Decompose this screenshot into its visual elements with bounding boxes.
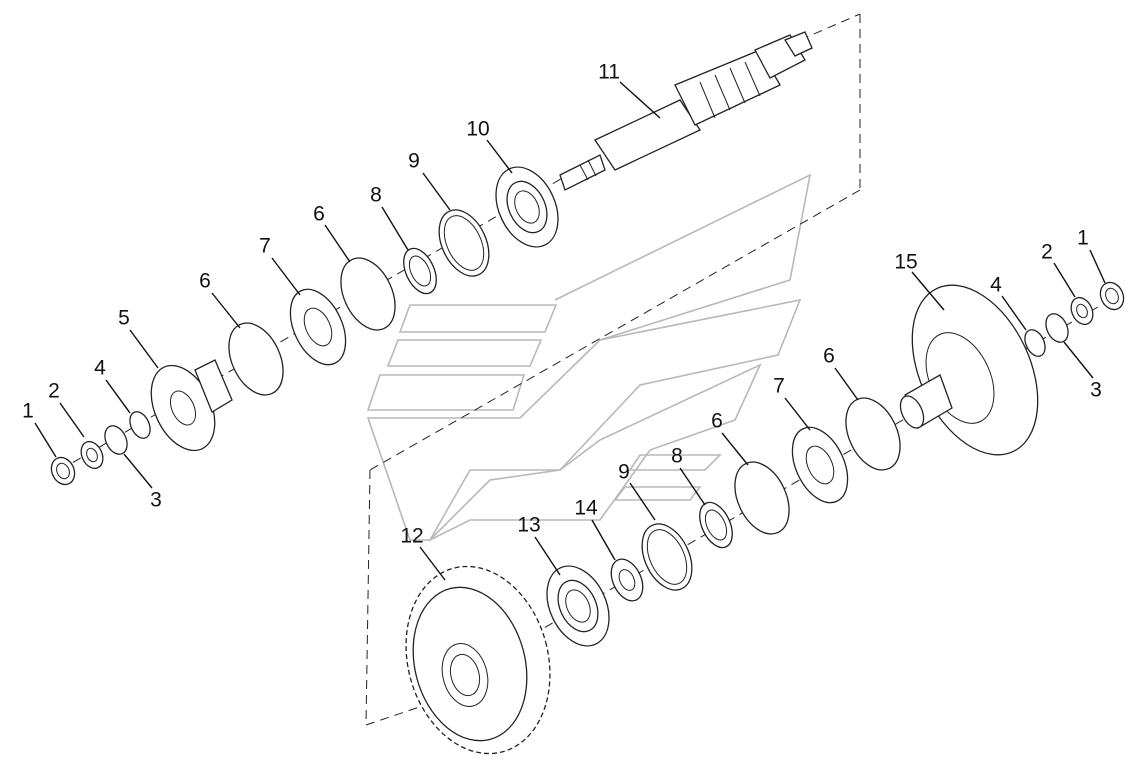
callout-11: 11 (598, 61, 620, 84)
callouts-upper: 11 10 9 8 6 7 6 5 4 2 1 3 (22, 61, 620, 512)
part-14-spacer (610, 558, 644, 602)
part-1-nut-upper (50, 456, 76, 486)
part-8-seal-lower (699, 501, 733, 549)
part-9-snap-ring-lower (641, 523, 693, 591)
callout-7: 7 (259, 235, 271, 258)
part-13-bearing (546, 565, 610, 647)
callout-2: 2 (48, 380, 60, 403)
part-7-bushing (289, 288, 347, 366)
callout-8: 8 (671, 445, 683, 468)
part-3-ring-upper (104, 425, 128, 455)
callout-6: 6 (711, 410, 723, 433)
part-4-washer-lower (1024, 329, 1046, 357)
part-6-o-ring-lower-b (734, 461, 790, 535)
callout-7: 7 (773, 375, 785, 398)
part-8-seal (403, 247, 437, 295)
callout-13: 13 (517, 514, 540, 537)
part-10-bearing (495, 166, 559, 248)
callout-12: 12 (400, 525, 423, 548)
part-5-flange-hub (150, 359, 233, 452)
callout-14: 14 (574, 497, 598, 520)
callout-2: 2 (1041, 241, 1053, 264)
watermark-logo-icon (366, 173, 812, 542)
callout-9: 9 (618, 461, 630, 484)
part-11-shaft (559, 31, 813, 191)
part-7-bushing-lower (791, 426, 849, 504)
callout-3: 3 (150, 489, 162, 512)
part-3-ring-lower (1045, 313, 1069, 343)
callout-5: 5 (118, 307, 130, 330)
part-12-gear (405, 565, 551, 755)
part-4-washer-upper (129, 411, 151, 439)
part-6-o-ring-upper-b (228, 322, 284, 396)
callout-4: 4 (990, 274, 1002, 297)
callout-4: 4 (94, 357, 106, 380)
leader-lines (34, 81, 1106, 581)
part-9-snap-ring (438, 209, 490, 277)
callout-6: 6 (823, 345, 835, 368)
part-2-washer-lower (1070, 296, 1094, 326)
part-15-flange-housing (899, 284, 1039, 456)
callout-8: 8 (370, 184, 382, 207)
callout-15: 15 (894, 251, 917, 274)
callout-1: 1 (22, 400, 34, 423)
part-2-washer-upper (80, 440, 104, 470)
callout-6: 6 (313, 203, 325, 226)
part-1-nut-lower (1099, 281, 1125, 311)
part-6-o-ring-upper-a (340, 257, 396, 331)
callout-10: 10 (466, 118, 489, 141)
part-6-o-ring-lower-a (845, 397, 901, 471)
callout-9: 9 (408, 150, 420, 173)
callouts-lower: 15 4 2 1 3 6 7 6 8 9 14 13 12 (400, 227, 1102, 548)
callout-6: 6 (199, 270, 211, 293)
callout-1: 1 (1077, 227, 1089, 250)
callout-3: 3 (1090, 379, 1102, 402)
